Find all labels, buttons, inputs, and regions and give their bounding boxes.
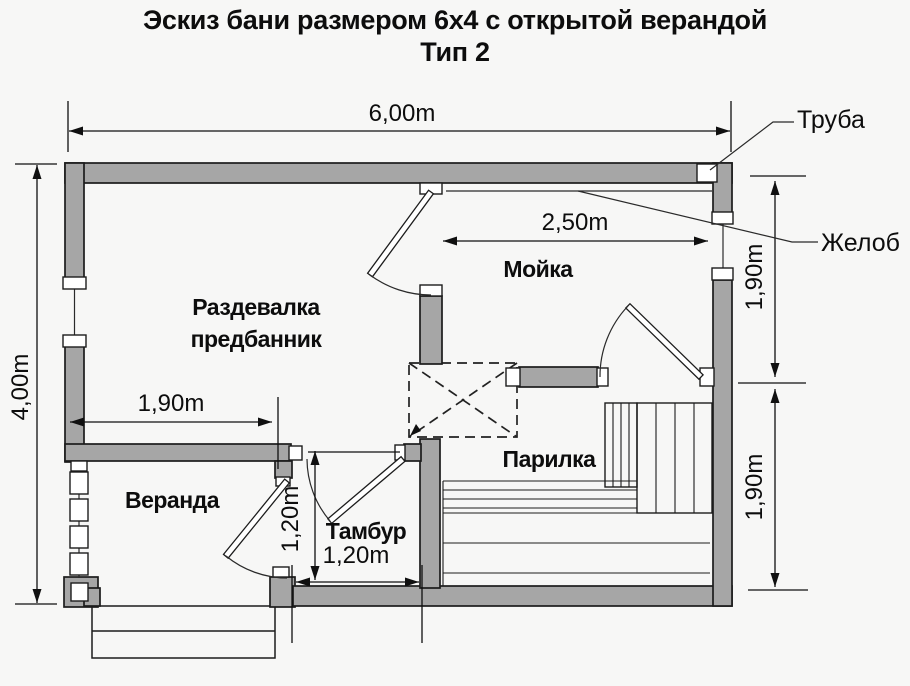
wall-tambur-stub [403,443,422,462]
dim-total-width: 6,00m [67,100,732,152]
wall-left-upper [64,162,85,280]
dim-moyka-width-label: 2,50m [542,209,609,236]
dim-total-height: 4,00m [7,163,57,605]
window-right-cap-top [711,211,734,225]
dim-total-height-label: 4,00m [7,354,34,421]
jamb-veranda-lower [272,566,290,578]
window-left-cap-top [62,276,87,290]
stove-arrow [410,424,421,436]
room-label-razdevalka-line2: предбанник [191,326,323,352]
dim-tambur-width: 1,20m [291,542,423,643]
door-swing-arc [306,458,331,522]
room-label-parilka: Парилка [503,446,597,472]
annotation-chimney: Труба [709,106,865,171]
wall-bottom [292,585,733,607]
walls [63,162,733,608]
stove [408,362,518,438]
dim-moyka-depth: 1,90m [738,175,806,384]
dim-moyka-depth-label: 1,90m [741,244,768,311]
chimney-label: Труба [797,106,865,134]
window-left-cap-bottom [62,334,87,348]
window-right-cap-bottom [711,267,734,281]
parilka-bench-upper [604,402,713,514]
jamb-parilka-hinge [699,367,715,387]
jamb-razdevalka-bottom [288,445,303,461]
dim-tambur-depth-label: 1,20m [277,486,304,553]
veranda-steps [91,605,276,659]
jamb-moyka-parilka-right [596,367,609,387]
dim-total-width-label: 6,00m [369,100,436,127]
wall-razdevalka-bottom [64,443,292,462]
dim-moyka-width: 2,50m [443,209,708,246]
dim-tambur-width-label: 1,20m [323,542,390,569]
dim-parilka-depth: 1,90m [741,389,808,591]
page-subtitle: Тип 2 [420,37,490,67]
door-swing-arc [225,555,288,579]
wall-interior-lower [419,438,441,589]
chimney-leader [709,121,794,171]
room-label-razdevalka-line1: Раздевалка [192,294,320,320]
door-leaf [326,455,406,525]
wall-interior-mid [419,295,443,365]
door-moyka-parilka [599,302,705,381]
gutter-leader [577,190,818,243]
page-title: Эскиз бани размером 6х4 с открытой веран… [142,5,768,35]
dim-parilka-depth-label: 1,90m [741,454,768,521]
door-swing-arc [599,305,629,378]
room-label-veranda: Веранда [125,487,220,513]
wall-veranda-door-jamb-lower [269,576,296,608]
wall-top [64,162,733,184]
jamb-moyka-parilka-left [505,367,521,387]
gutter-label: Желоб [821,229,900,257]
wall-right-lower [712,279,733,607]
door-razdevalka-moyka [366,189,435,296]
door-leaf [366,189,435,278]
annotation-gutter: Желоб [577,190,900,257]
dim-tambur-depth: 1,20m [277,451,400,580]
veranda-posts [69,460,89,602]
door-tambur-veranda [222,478,291,579]
room-label-moyka: Мойка [503,256,573,282]
wall-moyka-parilka [518,366,599,388]
door-swing-arc [369,274,432,296]
door-leaf [624,302,705,381]
room-label-tambur: Тамбур [326,518,407,544]
dim-razdevalka-width: 1,90m [70,390,279,469]
parilka-bench-lower [442,480,712,586]
door-razdevalka-tambur [306,455,406,525]
jamb-interior-mid [419,284,443,297]
dim-razdevalka-width-label: 1,90m [138,390,205,417]
